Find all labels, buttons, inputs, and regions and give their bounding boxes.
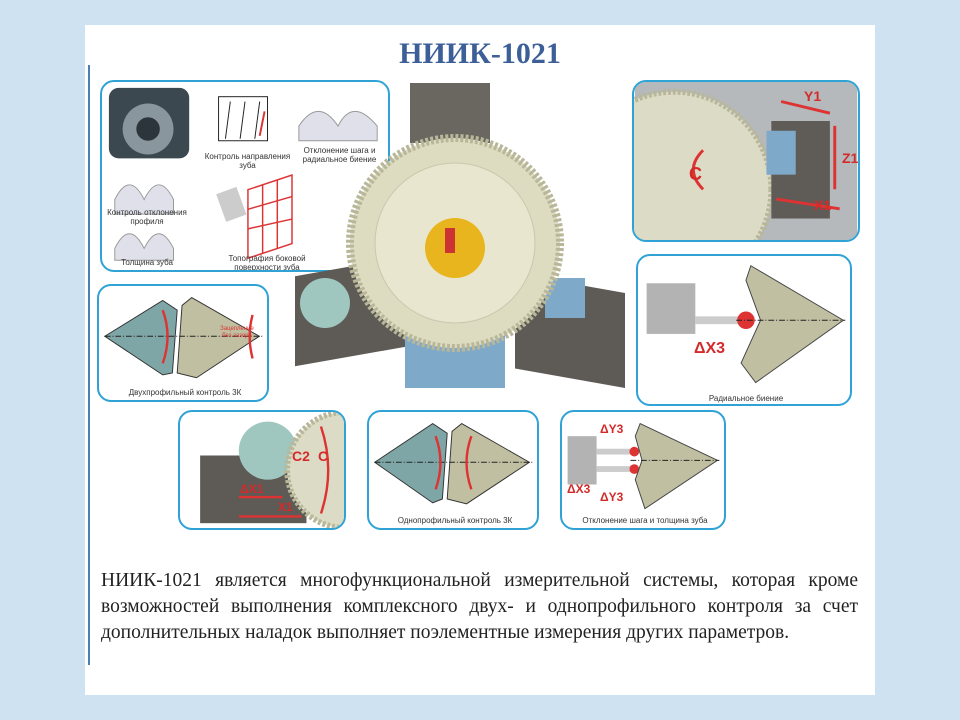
caption-runout: Радиальное биение (708, 394, 784, 403)
features-panel: Контроль направления зуба Отклонение шаг… (100, 80, 390, 272)
mesh-dx1-label: ΔX1 (240, 482, 264, 496)
caption-thickness: Толщина зуба (121, 258, 173, 267)
double-flank-illustration (103, 297, 263, 379)
caption-topography: Топография боковой поверхности зуба (228, 254, 306, 272)
mesh-panel: C2 C ΔX1 X1 (178, 410, 346, 530)
pitch-dy3-bottom-label: ΔY3 (600, 490, 624, 504)
pitch-thickness-panel: ΔY3 ΔX3 ΔY3 Отклонение шага и толщина зу… (560, 410, 726, 530)
axes-illustration (634, 82, 858, 240)
axis-c-label: C (689, 164, 702, 184)
mesh-x1-label: X1 (278, 500, 293, 514)
mesh-illustration (200, 412, 344, 528)
machine-illustration (295, 83, 625, 388)
axes-panel: Y1 Z1 X1 C (632, 80, 860, 242)
no-gap-note: Зацепление без зазора (220, 326, 254, 339)
single-flank-panel: Однопрофильный контроль 3К (367, 410, 539, 530)
caption-profile: Контроль отклонения профиля (107, 208, 187, 226)
mesh-c2-label: C2 (292, 448, 310, 464)
runout-illustration (646, 265, 846, 384)
axis-z1-label: Z1 (842, 150, 859, 166)
caption-pitch-thickness: Отклонение шага и толщина зуба (582, 516, 708, 525)
caption-double-flank: Двухпрофильный контроль 3К (128, 388, 242, 397)
accent-line (88, 65, 90, 665)
pitch-dy3-top-label: ΔY3 (600, 422, 624, 436)
pitch-dx3-label: ΔX3 (567, 482, 591, 496)
features-illustration (108, 87, 378, 261)
runout-panel: ΔX3 Радиальное биение (636, 254, 852, 406)
pitch-thickness-illustration (567, 422, 720, 510)
slide-title: НИИК-1021 (399, 37, 561, 70)
double-flank-panel: Зацепление без зазора Двухпрофильный кон… (97, 284, 269, 402)
caption-pitch: Отклонение шага и радиальное биение (302, 146, 377, 164)
caption-single-flank: Однопрофильный контроль 3К (397, 516, 513, 525)
axis-x1-label: X1 (814, 197, 832, 213)
caption-direction: Контроль направления зуба (204, 152, 291, 170)
runout-dx3-label: ΔX3 (694, 340, 726, 357)
description-paragraph: НИИК-1021 является многофункциональной и… (101, 570, 858, 643)
mesh-c-label: C (318, 448, 329, 464)
single-flank-illustration (373, 423, 533, 505)
axis-y1-label: Y1 (804, 88, 822, 104)
